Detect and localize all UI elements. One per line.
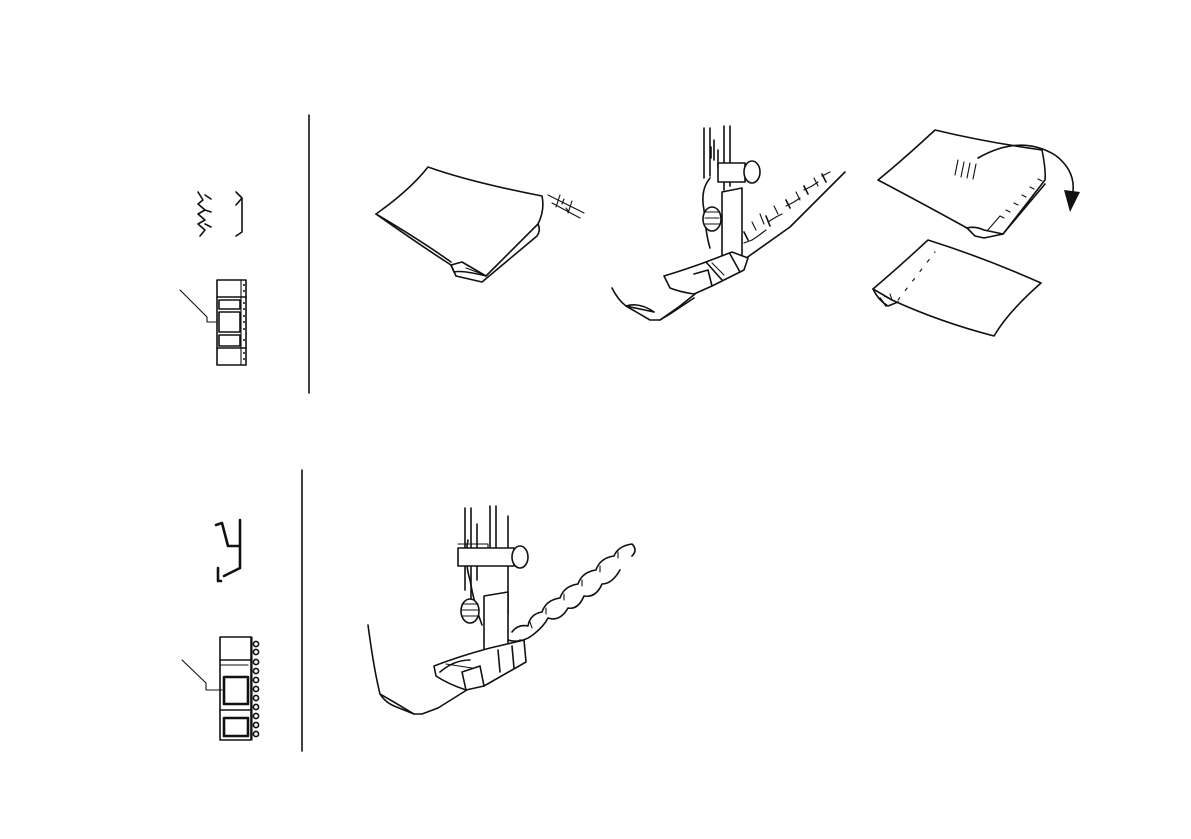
- stretch-blind-hem-stitch-icon: [198, 192, 211, 236]
- blind-hem-section: [180, 115, 1080, 393]
- blind-hem-stitch-icon: [236, 192, 242, 236]
- finished-hem-illustration: [873, 130, 1080, 336]
- shell-tuck-stitch-icon: [216, 520, 240, 581]
- shell-tuck-section: [182, 470, 635, 751]
- folded-fabric-illustration: [376, 167, 584, 282]
- pointer-line: [180, 290, 217, 322]
- pointer-line-2: [182, 660, 222, 690]
- blind-hem-sewing-illustration: [612, 126, 845, 320]
- selector-dots-2: [253, 641, 258, 736]
- shell-tuck-sewing-illustration: [368, 506, 635, 714]
- stitch-selector-panel: [180, 280, 246, 365]
- stitch-selector-panel-2: [182, 637, 259, 740]
